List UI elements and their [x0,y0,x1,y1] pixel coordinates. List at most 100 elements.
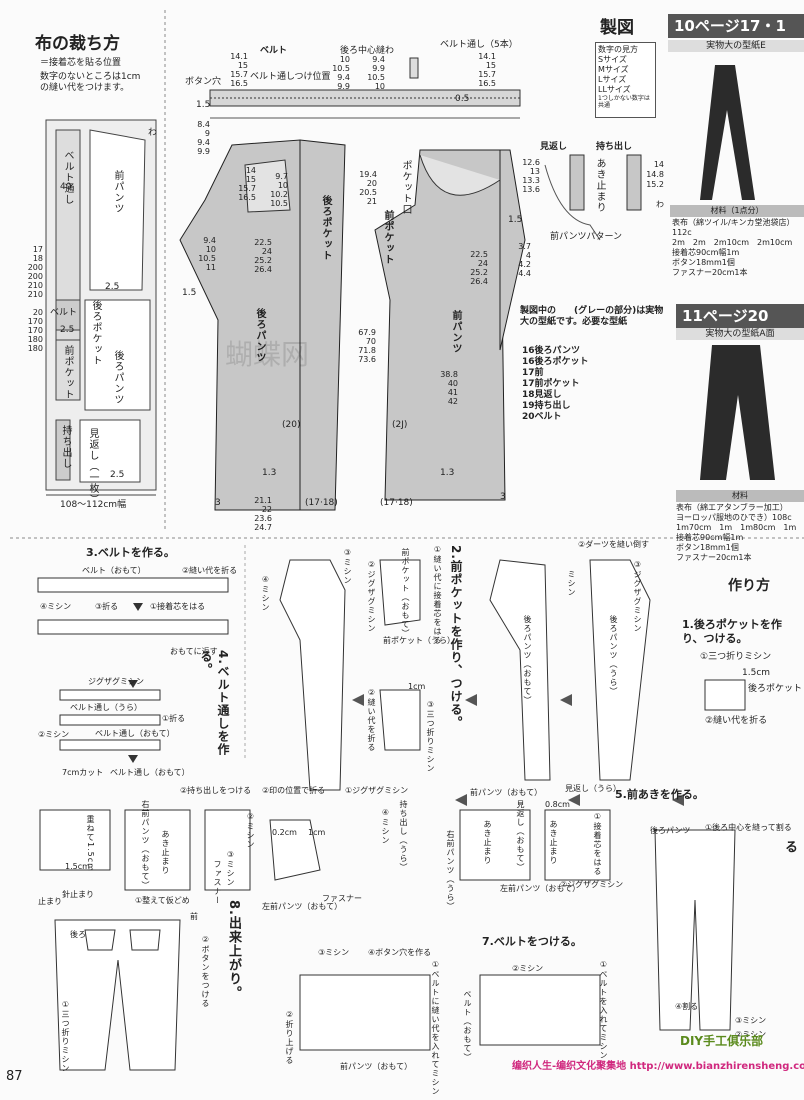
back-c-0: 9.4 [203,236,216,245]
layout-piece-fly: 持ち出し [60,425,71,469]
layout-fold: わ [148,128,158,138]
mark-1: (2J) [392,420,408,430]
step6-note-1: ②持ち出しをつける [180,786,252,795]
step3-title: 3.ベルトを作る。 [86,546,175,559]
loop-num-0: 14.1 [478,52,496,61]
back-d-0: 14 [245,166,256,175]
mark-8: 3 [500,492,506,502]
front-inseam-3: 73.6 [358,355,376,364]
front-c-1: 13 [529,167,540,176]
step7-title: 7.ベルトをつける。 [482,935,582,948]
belt-num2-0: 10 [339,55,350,64]
front-c-3: 13.6 [522,185,540,194]
page-number: 87 [6,1069,23,1084]
step7-note-5: ②折り上げる [285,1010,294,1065]
pocket-opening-label: ポケット口 [400,160,411,215]
layout-size2-0: 20 [32,308,43,317]
mat11-2: 1m70cm 1m 1m80cm 1m [676,523,797,532]
step8-note-0: 前 [190,912,198,921]
layout-size2-2: 170 [27,326,43,335]
step7-note-1: ④ボタン穴を作る [368,948,432,957]
pattern-item-3: 17前ポケット [522,379,580,389]
layout-title: 布の裁ち方 [35,34,120,54]
step4-note-2: ①折る [162,714,186,723]
step4-note-0: ジグザグミシン [88,677,144,686]
front-side-2: 4.2 [518,260,531,269]
step6-note-8: ②ミシン [246,812,255,849]
layout-size-3: 200 [27,272,43,281]
step6-note-0: ②印の位置で折る [262,786,326,795]
back-hem-1: 22 [261,505,272,514]
layout-note: 数字のないところは1cmの縫い代をつけます。 [40,72,141,93]
mat11-4: ボタン18mm1個 [676,543,739,552]
step6-note-18: ①整えて仮どめ [135,896,190,905]
step3-note-3: ③折る [95,602,119,611]
step2-note-8: ④ミシン [261,575,270,612]
draft-title: 製図 [600,18,634,38]
step6-note-6: 1cm [308,828,326,837]
side-note-5: ②ミシン [735,1030,767,1039]
fly-num-2: 15.2 [646,180,664,189]
pattern-note: 製図中の (グレーの部分)は実物大の型紙です。必要な型紙 [520,306,664,327]
loop-num-1: 15 [485,61,496,70]
layout-size-0: 17 [32,245,43,254]
pattern-item-6: 20ベルト [522,412,562,422]
back-d-1: 15 [245,175,256,184]
pattern-item-4: 18見返し [522,390,562,400]
mark-9: 1.5 [508,215,523,225]
step5-note-9: あき止まり [549,820,558,865]
layout-piece-belt: ベルト [50,308,78,318]
step3-note-2: ④ミシン [40,602,72,611]
step6-note-7: ファスナー [322,894,362,903]
step8-note-3: ①三つ折りミシン [61,1000,70,1073]
belt-num-2: 15.7 [230,70,248,79]
back-hem-2: 23.6 [254,514,272,523]
fly-num-3: わ [656,200,664,209]
step6-note-2: ①ジグザグミシン [345,786,409,795]
front-pants-label: 前パンツ [450,310,461,354]
step2-note-1: 前ポケット（おもて） [401,548,410,638]
belt-num2-2: 9.4 [337,73,350,82]
step4-note-6: ベルト通し（おもて） [110,768,190,777]
back-a-2: 9.4 [197,138,210,147]
step6-note-15: あき止まり [161,830,170,875]
back-e-1: 10 [277,181,288,190]
belt-num3-1: 9.9 [372,64,385,73]
back-a-1: 9 [204,129,210,138]
belt-num2-3: 9.9 [337,82,350,91]
step8-title: 8.出来上がり。 [226,900,241,1000]
fly-num-0: 14 [653,160,664,169]
front-a-3: 21 [366,197,377,206]
front-pattern-label: 前パンツパターン [550,232,623,242]
belt-num-3: 16.5 [230,79,248,88]
mat10-0: 表布（綿ツイル/キンカ堂池袋店）112c [672,218,795,237]
mark-2: (17·18) [305,498,338,508]
step6-note-16: 止まり [38,897,62,906]
back-c-2: 10.5 [198,254,216,263]
materials-11: 表布（綿エアタンブラー加工） ヨーロッパ服地のひでき）108c 1m70cm 1… [676,503,804,563]
step2-note-5: ②縫い代を折る [367,688,376,752]
mat10-4: ファスナー20cm1本 [672,268,748,277]
back-pocket-label: 後ろポケット [320,195,331,261]
step6-note-17: 針止まり [62,890,94,899]
layout-piece-back-pocket: 後ろポケット [90,300,101,366]
belt-end: 0.5 [455,94,470,104]
layout-dim-1: 2.5 [105,282,120,292]
step6-note-11: 左前パンツ（おもて） [262,902,343,911]
belt-label: ベルト [260,46,288,56]
front-b-2: 25.2 [470,268,488,277]
step7-note-3: ②ミシン [512,964,544,973]
belt-num2-1: 10.5 [332,64,350,73]
size-key: 数字の見方 Sサイズ Mサイズ Lサイズ LLサイズ 1つしかない数字は共通 [595,42,656,118]
fly-stop-label: あき止まり [594,158,605,213]
belt-width: 1.5 [196,100,211,110]
mark-5: 1.3 [440,468,455,478]
back-b-1: 24 [261,247,272,256]
layout-size-2: 200 [27,263,43,272]
step5-note-7: あき止まり [483,820,492,865]
front-b-3: 26.4 [470,277,488,286]
back-pants-label: 後ろパンツ [254,308,265,363]
step5-note-0: 見返し（うら） [565,784,621,793]
mat10-2: 接着芯90cm幅1m [672,248,740,257]
